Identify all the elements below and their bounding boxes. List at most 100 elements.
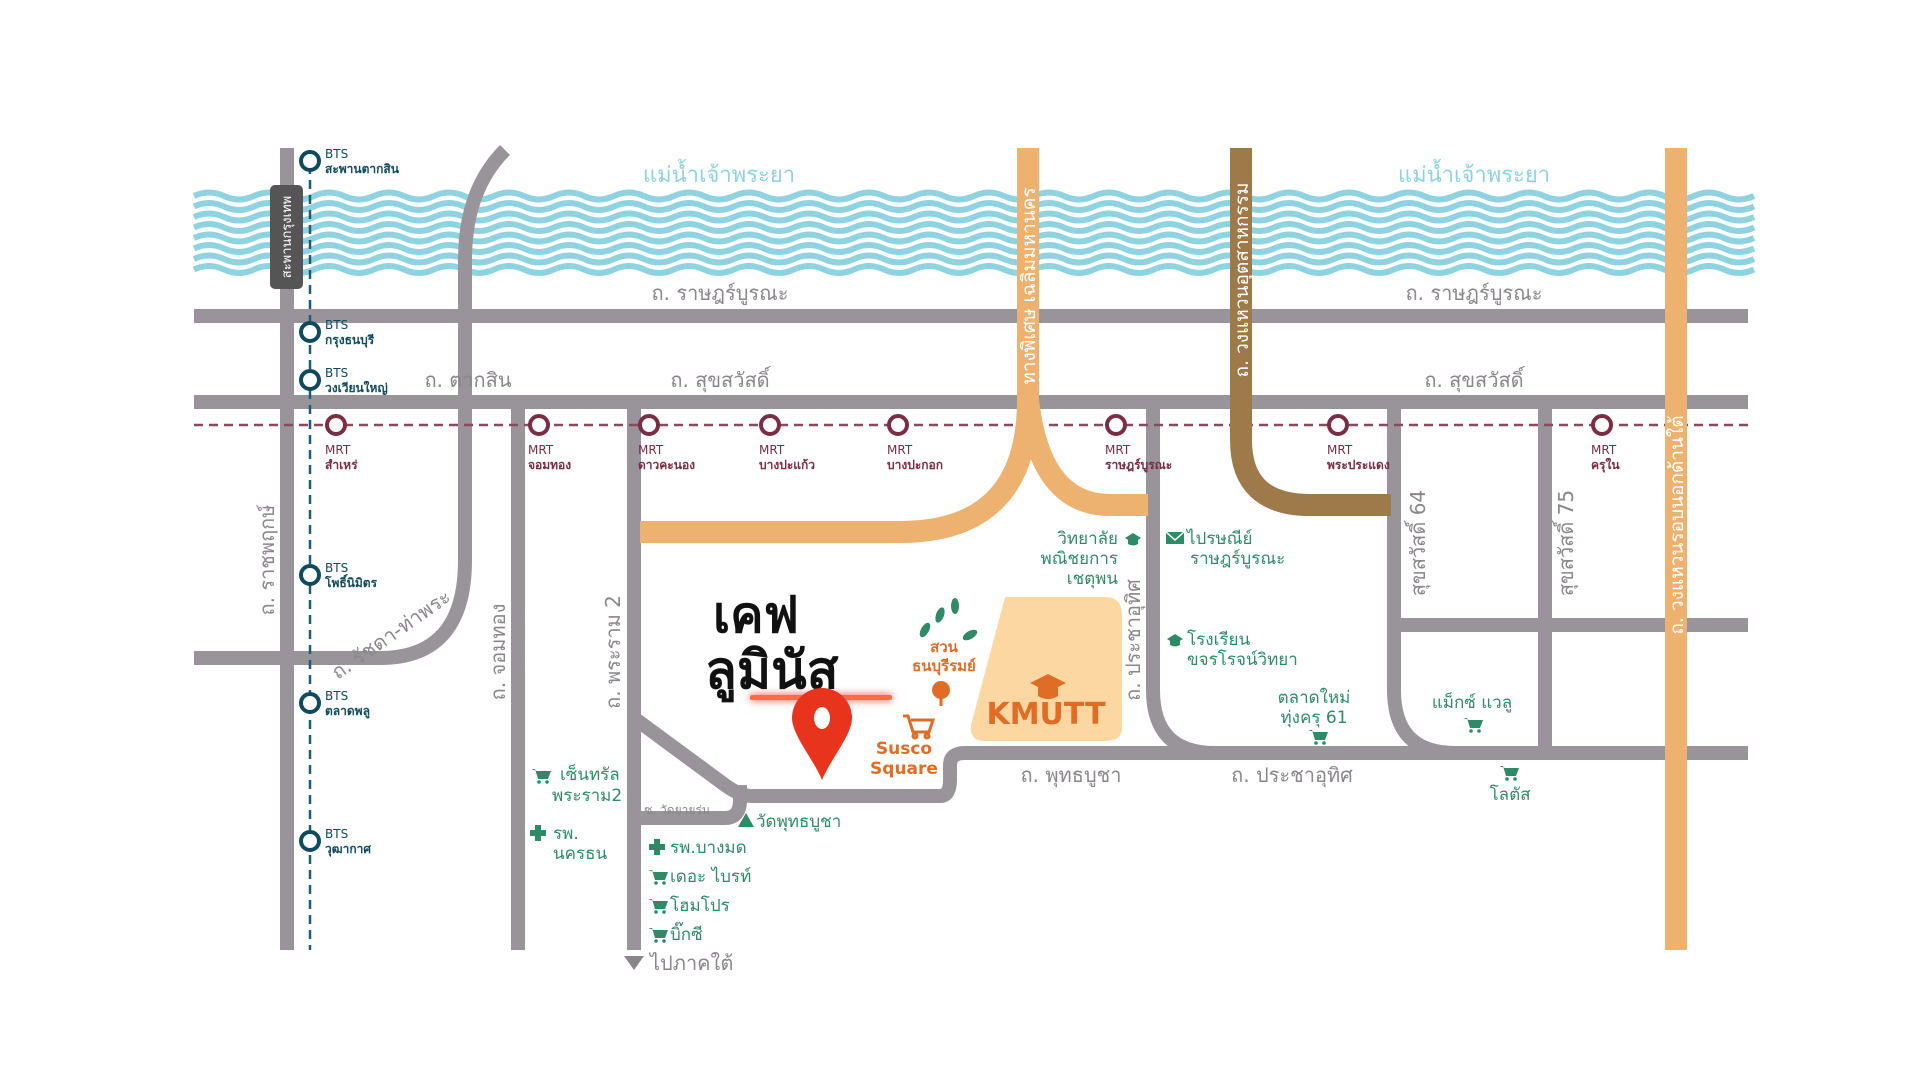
school-label: ขจรโรจน์วิทยา (1187, 649, 1298, 670)
road-label: ถ. พระราม 2 (601, 595, 625, 709)
maxvalu-label: แม็กซ์ แวลู (1432, 691, 1512, 713)
bts-line-label: BTS (325, 318, 348, 332)
road-prachauthit (1146, 402, 1216, 760)
kmutt-label: KMUTT (986, 697, 1106, 732)
chao-phraya-river (192, 189, 1756, 276)
map-pin-icon (792, 688, 852, 780)
park-label: สวน (930, 638, 959, 656)
bts-line-label: BTS (325, 561, 348, 575)
cart-icon (648, 899, 668, 914)
down-arrow-icon (624, 956, 644, 970)
bts-line-label: BTS (325, 147, 348, 161)
cart-icon (531, 769, 551, 784)
cart-icon (1308, 730, 1328, 745)
cart-icon (903, 714, 936, 740)
graduation-cap-icon (1125, 533, 1141, 546)
road-label: ถ. ราษฎร์บูรณะ (1406, 281, 1543, 306)
road-label: ถ. จอมทอง (486, 604, 510, 701)
mrt-station-marker[interactable] (759, 414, 781, 436)
bts-line-label: BTS (325, 827, 348, 841)
mrt-station-marker[interactable] (528, 414, 550, 436)
poi-list-item: เดอะ ไบรท์ (670, 866, 751, 887)
road-ratchada-thapra (194, 145, 511, 665)
tree-icon (932, 681, 950, 706)
road-industrial-ring (1230, 148, 1391, 516)
road-label: ถ. พุทธบูชา (1021, 763, 1122, 788)
bts-line-label: BTS (325, 689, 348, 703)
college-label: เชตุพน (1067, 569, 1119, 589)
bts-station-marker[interactable] (299, 564, 321, 586)
leaf-icon (919, 598, 978, 641)
river-label: แม่น้ำเจ้าพระยา (1398, 159, 1550, 188)
road-label: ถ. ราษฎร์บูรณะ (652, 281, 789, 306)
road-label: ถ. ประชาอุทิศ (1231, 763, 1353, 788)
mrt-line-label: MRT (759, 443, 785, 457)
river-label: แม่น้ำเจ้าพระยา (643, 159, 795, 188)
mrt-station-name: ครุใน (1591, 457, 1620, 473)
expressway-label: ทางพิเศษ เฉลิมมหานคร (1018, 187, 1040, 384)
mrt-station-name: บางปะกอก (887, 458, 943, 472)
poi-list-item: รพ.บางมด (670, 838, 747, 858)
river-wave (192, 252, 1756, 266)
college-label: พณิชยการ (1041, 549, 1118, 569)
bts-station-marker[interactable] (299, 692, 321, 714)
temple-icon (738, 813, 754, 827)
mrt-station-marker[interactable] (638, 414, 660, 436)
cart-icon (648, 870, 668, 885)
post-office-label: ไปรษณีย์ (1185, 528, 1252, 549)
road-label: ซ. วัดยายร่ม (644, 803, 709, 817)
mrt-station-marker[interactable] (887, 414, 909, 436)
susco-label: Square (870, 759, 938, 779)
mrt-station-marker[interactable] (1327, 414, 1349, 436)
mrt-station-marker[interactable] (1591, 414, 1613, 436)
susco-label: Susco (876, 739, 932, 759)
bts-station-marker[interactable] (299, 369, 321, 391)
bts-station-marker[interactable] (299, 150, 321, 172)
road-suksawat-64 (1387, 402, 1456, 760)
mrt-station-name: สำเหร่ (325, 458, 358, 472)
road-label: ถ. สุขสวัสดิ์ (670, 365, 771, 393)
cart-icon (1463, 718, 1483, 733)
bts-station-name: วุฒากาศ (325, 842, 371, 857)
river-wave (192, 221, 1756, 234)
mrt-station-name: ราษฎร์บูรณะ (1105, 458, 1172, 473)
mrt-line-label: MRT (528, 443, 554, 457)
nakornthon-label: รพ. (553, 824, 579, 844)
central-label: เซ็นทรัล (560, 763, 620, 785)
mrt-line-label: MRT (887, 443, 913, 457)
road-soi-wat-yai-rom (634, 785, 747, 825)
poi-list-item: บิ๊กซี (670, 921, 703, 945)
bts-station-name: โพธิ์นิมิตร (324, 574, 378, 590)
post-office-label: ราษฎร์บูรณะ (1190, 549, 1285, 569)
hospital-cross-icon (649, 839, 665, 855)
road-label: สุขสวัสดิ์ 75 (1551, 490, 1579, 596)
road-label: ถ. ราชพฤกษ์ (255, 504, 279, 615)
mrt-station-name: ดาวคะนอง (638, 458, 695, 472)
mail-icon (1165, 531, 1185, 544)
hospital-cross-icon (530, 825, 546, 841)
road-label: ถ. สุขสวัสดิ์ (1424, 365, 1525, 393)
cart-icon (1499, 766, 1519, 781)
outer-ring-label: ถ. วงแหวนรอบนอกด้านใต้ (1666, 415, 1688, 634)
river-wave (192, 263, 1756, 276)
mrt-station-marker[interactable] (1105, 414, 1127, 436)
graduation-cap-icon (1030, 674, 1066, 699)
cart-icon (648, 928, 668, 943)
river-wave (192, 242, 1756, 255)
bts-station-name: วงเวียนใหญ่ (325, 380, 388, 395)
temple-label: วัดพุทธบูชา (756, 812, 841, 832)
central-label: พระราม2 (552, 786, 622, 806)
expressway-branch (1017, 398, 1148, 516)
bridge-marker (270, 185, 303, 289)
bts-station-marker[interactable] (299, 321, 321, 343)
river-wave (192, 200, 1756, 213)
industrial-ring-label: ถ. วงแหวนอุตสาหกรรม (1231, 183, 1254, 378)
park-label: ธนบุรีรมย์ (912, 657, 976, 676)
mrt-station-name: บางปะแก้ว (759, 458, 815, 472)
college-label: วิทยาลัย (1057, 529, 1118, 549)
bts-station-marker[interactable] (299, 830, 321, 852)
mrt-line-label: MRT (638, 443, 664, 457)
bts-station-name: ตลาดพลู (325, 704, 370, 719)
mrt-station-marker[interactable] (325, 414, 347, 436)
